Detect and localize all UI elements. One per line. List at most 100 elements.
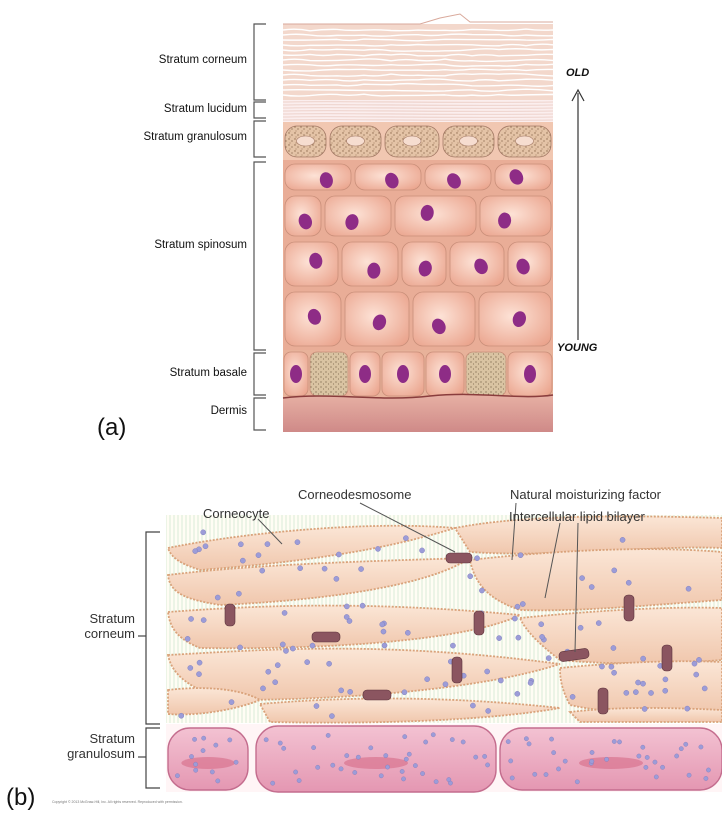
granule (590, 750, 594, 754)
granule (339, 767, 343, 771)
label-natural-moisturizing-factor: Natural moisturizing factor (510, 487, 661, 502)
nmf-particle (380, 622, 385, 627)
nmf-particle (236, 591, 241, 596)
nmf-particle (685, 706, 690, 711)
nmf-particle (450, 643, 455, 648)
granule (482, 754, 486, 758)
granule (674, 754, 678, 758)
granule (575, 780, 579, 784)
granule (216, 779, 220, 783)
nmf-particle (419, 548, 424, 553)
nmf-particle (305, 660, 310, 665)
granule (297, 778, 301, 782)
nmf-particle (425, 677, 430, 682)
nmf-particle (196, 672, 201, 677)
corneodesmosome (624, 595, 634, 621)
granule (612, 739, 616, 743)
nmf-particle (497, 636, 502, 641)
nmf-particle (640, 681, 645, 686)
nmf-particle (443, 682, 448, 687)
nmf-particle (546, 656, 551, 661)
granule (175, 773, 179, 777)
granule (699, 745, 703, 749)
granular-cell-b-nucleus (344, 757, 408, 769)
corneocyte (470, 549, 722, 610)
brackets-b (138, 532, 160, 788)
granule (544, 772, 548, 776)
label-b-granulosum-line2: granulosum (67, 746, 135, 761)
granule (563, 759, 567, 763)
nmf-particle (626, 580, 631, 585)
nmf-particle (282, 610, 287, 615)
granule (461, 740, 465, 744)
nmf-particle (611, 670, 616, 675)
nmf-particle (298, 566, 303, 571)
granule (270, 781, 274, 785)
granular-cell-b-nucleus (579, 757, 643, 769)
granule (379, 774, 383, 778)
nmf-particle (240, 558, 245, 563)
granule (533, 772, 537, 776)
nmf-particle (382, 643, 387, 648)
granule (645, 755, 649, 759)
granule (326, 733, 330, 737)
granule (403, 734, 407, 738)
label-b-corneum-line1: Stratum (84, 611, 135, 626)
granule (192, 737, 196, 741)
nmf-particle (635, 680, 640, 685)
granule (604, 757, 608, 761)
nmf-particle (642, 706, 647, 711)
granule (413, 763, 417, 767)
nmf-particle (336, 552, 341, 557)
granule (706, 768, 710, 772)
granule (201, 748, 205, 752)
granule (264, 738, 268, 742)
granule (193, 762, 197, 766)
corneodesmosome (446, 553, 472, 563)
granule (193, 768, 197, 772)
granule (228, 738, 232, 742)
granule (201, 736, 205, 740)
nmf-particle (329, 713, 334, 718)
nmf-particle (633, 690, 638, 695)
nmf-particle (539, 622, 544, 627)
granule (551, 750, 555, 754)
corneodesmosome (312, 632, 340, 642)
granule (404, 757, 408, 761)
nmf-particle (578, 625, 583, 630)
nmf-particle (468, 574, 473, 579)
nmf-particle (256, 553, 261, 558)
granule (210, 770, 214, 774)
nmf-particle (641, 656, 646, 661)
granule (431, 733, 435, 737)
granule (684, 742, 688, 746)
nmf-particle (265, 542, 270, 547)
nmf-particle (334, 576, 339, 581)
corneodesmosome (225, 604, 235, 626)
granule (704, 776, 708, 780)
label-intercellular-lipid-bilayer: Intercellular lipid bilayer (509, 509, 645, 524)
granule (353, 770, 357, 774)
nmf-particle (197, 660, 202, 665)
granule (434, 779, 438, 783)
nmf-particle (515, 691, 520, 696)
nmf-particle (609, 664, 614, 669)
nmf-particle (579, 575, 584, 580)
nmf-particle (402, 690, 407, 695)
nmf-particle (663, 688, 668, 693)
corneodesmosome (662, 645, 672, 671)
nmf-particle (702, 686, 707, 691)
granule (679, 746, 683, 750)
granule (617, 740, 621, 744)
nmf-particle (322, 566, 327, 571)
nmf-particle (188, 665, 193, 670)
nmf-particle (403, 536, 408, 541)
granule (293, 770, 297, 774)
panel-b-tag: (b) (6, 784, 35, 812)
nmf-particle (201, 530, 206, 535)
granular-cell-b-nucleus (181, 757, 234, 769)
granule (644, 765, 648, 769)
granule (420, 771, 424, 775)
granule (527, 742, 531, 746)
nmf-particle (359, 566, 364, 571)
